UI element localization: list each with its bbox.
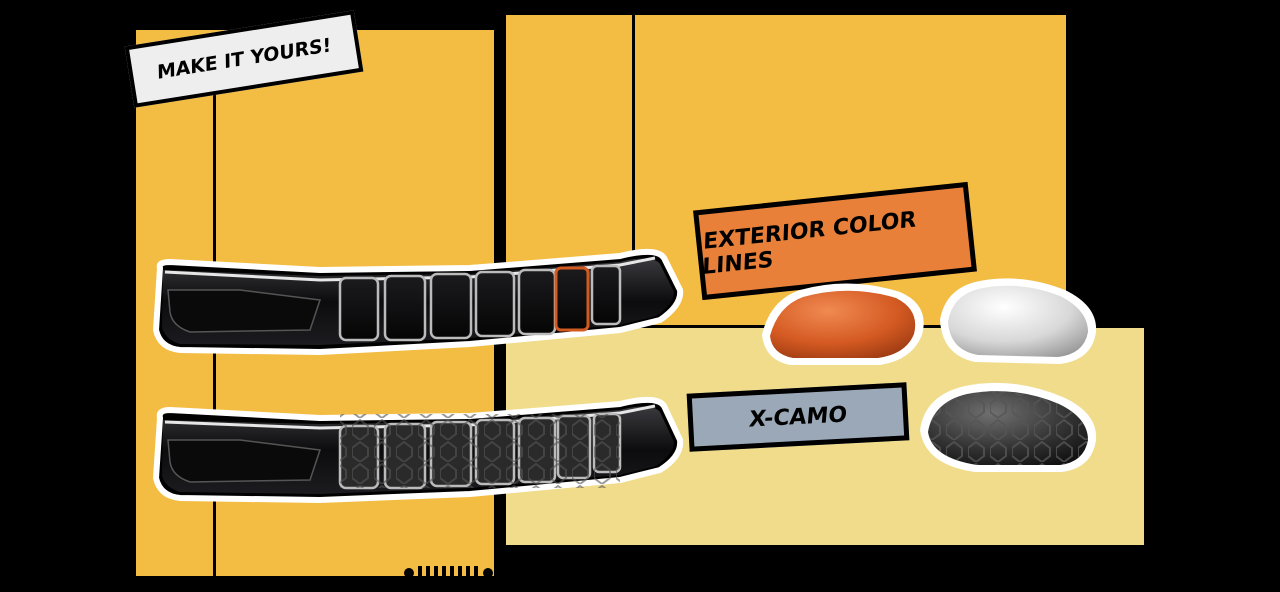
panel-divider — [632, 15, 635, 325]
camo-mirror-cap[interactable] — [920, 382, 1097, 472]
grille-slots — [338, 264, 622, 342]
grille-camo-slots — [338, 412, 622, 490]
orange-mirror-cap[interactable] — [762, 283, 924, 365]
jeep-grille-logo — [404, 566, 493, 578]
grille-x-camo — [152, 396, 684, 504]
white-mirror-cap[interactable] — [940, 278, 1097, 364]
grille-color-lines — [152, 248, 684, 356]
